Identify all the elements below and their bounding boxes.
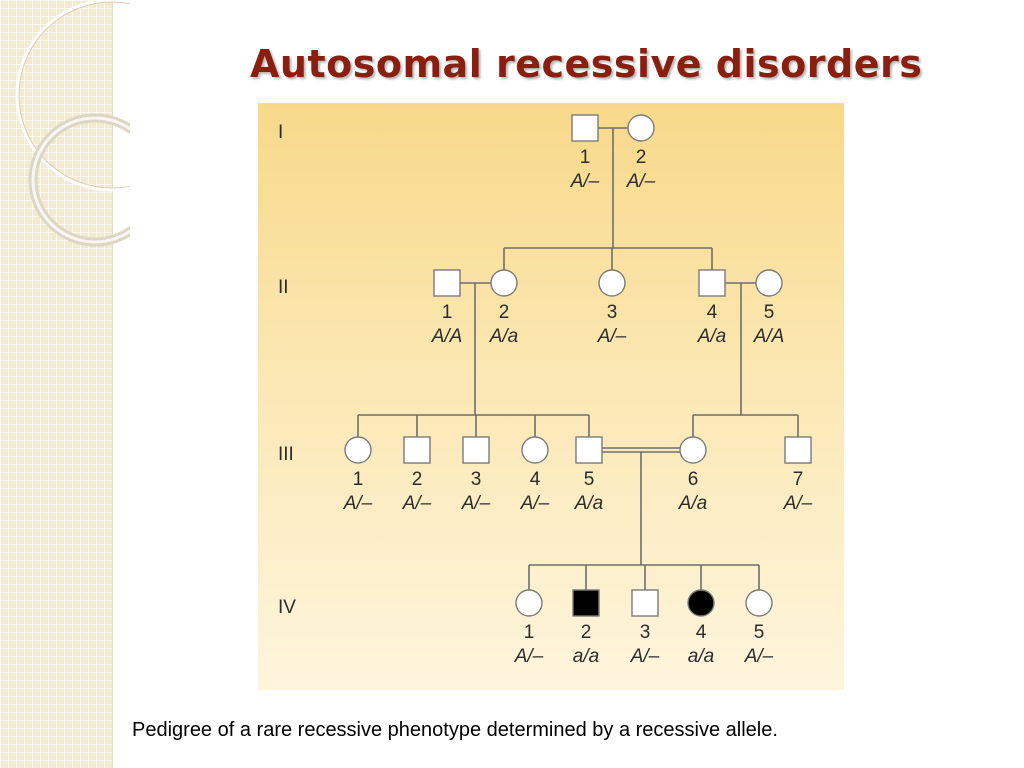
individual-number-iv-5: 5 (754, 622, 765, 643)
decorative-rings (15, 0, 130, 247)
individual-number-ii-4: 4 (707, 302, 718, 323)
individual-number-iii-7: 7 (793, 469, 804, 490)
individual-number-ii-2: 2 (499, 302, 510, 323)
unaffected-male-square-iv-3 (631, 589, 659, 617)
individual-number-iii-4: 4 (530, 469, 541, 490)
individual-number-iii-3: 3 (471, 469, 482, 490)
genotype-label-iv-3: A/– (630, 646, 660, 667)
genotype-label-ii-3: A/– (597, 326, 627, 347)
genotype-label-iii-6: A/a (678, 493, 708, 514)
affected-female-circle-iv-4 (687, 589, 715, 617)
unaffected-male-square-ii-1 (433, 269, 461, 297)
affected-male-square-iv-2 (572, 589, 600, 617)
genotype-label-iv-2: a/a (573, 646, 599, 667)
individual-number-iv-3: 3 (640, 622, 651, 643)
genotype-label-iv-4: a/a (688, 646, 714, 667)
unaffected-female-circle-ii-3 (598, 269, 626, 297)
individual-number-iv-4: 4 (696, 622, 707, 643)
genotype-label-iii-1: A/– (343, 493, 373, 514)
generation-label-iv: IV (278, 597, 296, 618)
genotype-label-ii-5: A/A (753, 326, 785, 347)
unaffected-male-square-i-1 (571, 114, 599, 142)
genotype-label-iv-1: A/– (514, 646, 544, 667)
genotype-label-iv-5: A/– (744, 646, 774, 667)
individual-number-iii-5: 5 (584, 469, 595, 490)
genotype-label-ii-4: A/a (697, 326, 727, 347)
individual-number-iii-2: 2 (412, 469, 423, 490)
genotype-label-iii-4: A/– (520, 493, 550, 514)
individual-number-ii-1: 1 (442, 302, 453, 323)
generation-label-iii: III (278, 444, 294, 465)
individual-number-iv-1: 1 (524, 622, 535, 643)
individual-number-i-1: 1 (580, 147, 591, 168)
unaffected-female-circle-iii-1 (344, 436, 372, 464)
individual-number-iv-2: 2 (581, 622, 592, 643)
figure-caption: Pedigree of a rare recessive phenotype d… (132, 719, 778, 741)
unaffected-female-circle-iv-5 (745, 589, 773, 617)
unaffected-male-square-iii-2 (403, 436, 431, 464)
individual-number-ii-5: 5 (764, 302, 775, 323)
unaffected-male-square-ii-4 (698, 269, 726, 297)
pedigree-chart: IIIIIIIV1A/–2A/–1A/A2A/a3A/–4A/a5A/A1A/–… (278, 114, 813, 667)
unaffected-female-circle-ii-5 (755, 269, 783, 297)
individual-number-iii-1: 1 (353, 469, 364, 490)
genotype-label-i-2: A/– (626, 171, 656, 192)
unaffected-female-circle-iii-4 (521, 436, 549, 464)
genotype-label-ii-1: A/A (431, 326, 463, 347)
generation-label-i: I (278, 122, 283, 143)
genotype-label-iii-2: A/– (402, 493, 432, 514)
slide-title: Autosomal recessive disorders (250, 42, 923, 86)
unaffected-female-circle-iii-6 (679, 436, 707, 464)
individual-number-ii-3: 3 (607, 302, 618, 323)
genotype-label-iii-3: A/– (461, 493, 491, 514)
unaffected-male-square-iii-3 (462, 436, 490, 464)
unaffected-female-circle-iv-1 (515, 589, 543, 617)
genotype-label-ii-2: A/a (489, 326, 519, 347)
genotype-label-i-1: A/– (570, 171, 600, 192)
unaffected-male-square-iii-5 (575, 436, 603, 464)
individual-number-iii-6: 6 (688, 469, 699, 490)
genotype-label-iii-7: A/– (783, 493, 813, 514)
unaffected-female-circle-i-2 (627, 114, 655, 142)
unaffected-male-square-iii-7 (784, 436, 812, 464)
unaffected-female-circle-ii-2 (490, 269, 518, 297)
genotype-label-iii-5: A/a (574, 493, 604, 514)
individual-number-i-2: 2 (636, 147, 647, 168)
generation-label-ii: II (278, 277, 289, 298)
